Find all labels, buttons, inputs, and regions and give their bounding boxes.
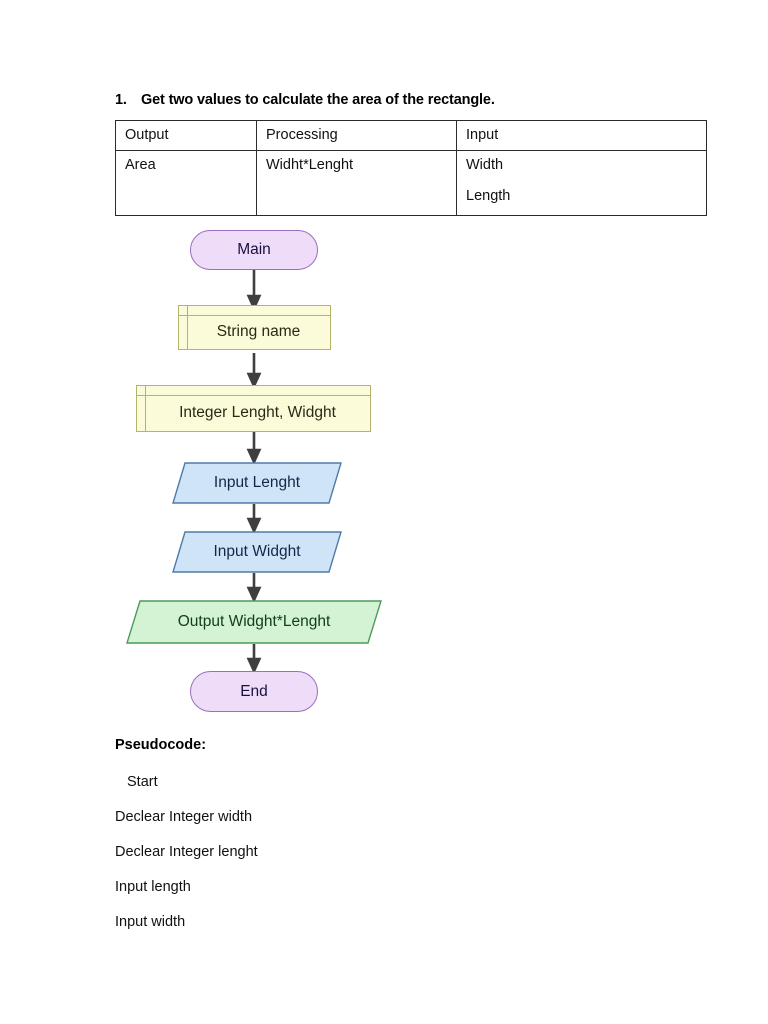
parallelogram-shape — [172, 462, 342, 504]
table-header-input: Input — [456, 119, 707, 152]
flow-node-start[interactable]: Main — [190, 230, 318, 270]
declaration-top-bar — [179, 315, 330, 316]
flow-node-input-length-label: Input Lenght — [213, 474, 301, 491]
table-header-output: Output — [115, 119, 257, 152]
requirements-table: Output Processing Input Area Widht*Lengh… — [115, 119, 707, 217]
pseudocode-title: Pseudocode: — [115, 737, 207, 753]
declaration-left-bar — [145, 386, 146, 431]
table-cell-input-width: Width — [466, 157, 504, 174]
table-header-row: Output Processing Input — [115, 119, 707, 152]
page-title: 1. Get two values to calculate the area o… — [115, 92, 675, 108]
flow-node-end[interactable]: End — [190, 671, 318, 712]
pseudocode-line-input-width: Input width — [115, 914, 186, 930]
flow-node-declaration-integer[interactable]: Integer Lenght, Widght — [136, 385, 371, 432]
pseudocode-line-input-length: Input length — [115, 879, 191, 895]
flow-connectors — [246, 270, 262, 675]
table-header-processing: Processing — [256, 119, 457, 152]
heading-text: Get two values to calculate the area of … — [141, 92, 495, 108]
flow-node-declaration-string[interactable]: String name — [178, 305, 331, 350]
table-cell-processing: Widht*Lenght — [256, 150, 457, 217]
parallelogram-shape — [126, 600, 382, 644]
pseudocode-line-declare-length: Declear Integer lenght — [115, 844, 258, 860]
flow-node-start-label: Main — [237, 241, 271, 258]
table-cell-input: Width Length — [456, 150, 707, 217]
flow-node-declaration-integer-label: Integer Lenght, Widght — [179, 404, 336, 421]
pseudocode-line-start: Start — [127, 774, 158, 790]
flow-node-input-width[interactable]: Input Widght — [172, 531, 342, 573]
flow-node-output-area-label: Output Widght*Lenght — [177, 613, 331, 630]
table-row: Area Widht*Lenght Width Length — [115, 150, 707, 217]
table-cell-output: Area — [115, 150, 257, 217]
pseudocode-line-declare-width: Declear Integer width — [115, 809, 253, 825]
flow-node-declaration-string-label: String name — [216, 323, 301, 340]
table-cell-input-length: Length — [466, 188, 511, 205]
flow-node-output-area[interactable]: Output Widght*Lenght — [126, 600, 382, 644]
declaration-left-bar — [187, 306, 188, 349]
heading-number: 1. — [115, 92, 127, 108]
flow-node-end-label: End — [240, 682, 268, 700]
parallelogram-shape — [172, 531, 342, 573]
declaration-top-bar — [137, 395, 370, 396]
flow-node-input-width-label: Input Widght — [213, 543, 301, 560]
flow-node-input-length[interactable]: Input Lenght — [172, 462, 342, 504]
